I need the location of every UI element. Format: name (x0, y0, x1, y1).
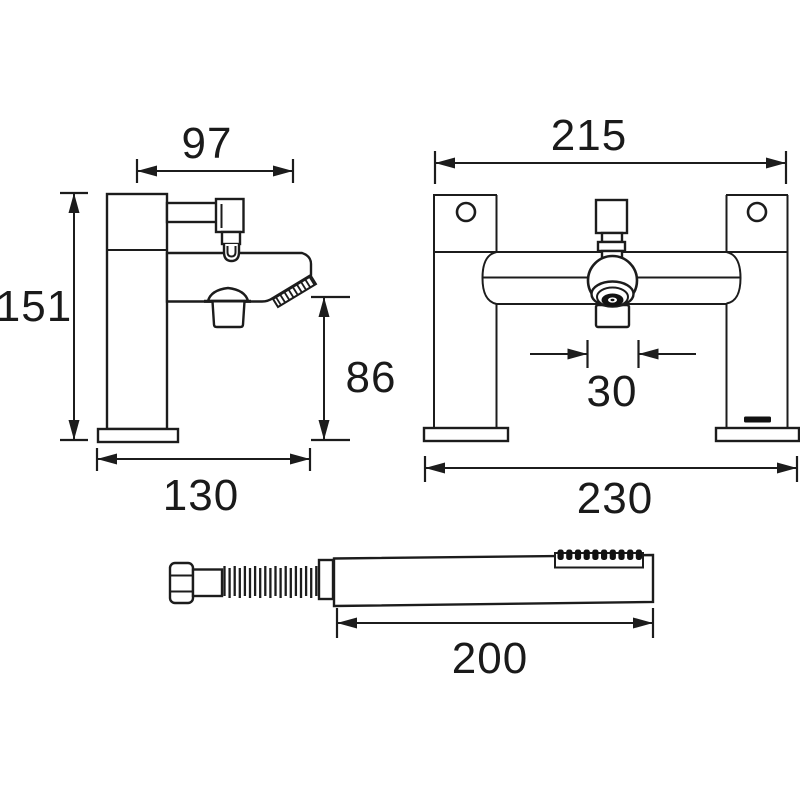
front-crossbar-right-end (726, 251, 742, 305)
dim-label-97: 97 (182, 119, 233, 168)
dim-label-230: 230 (577, 474, 653, 523)
handset-hose-ferrule (191, 568, 224, 598)
side-diverter-knob (222, 244, 241, 263)
brand-logo-mark (744, 416, 771, 423)
side-diverter-neck (220, 230, 242, 246)
side-base-plate (96, 427, 180, 444)
side-diverter-knob-inner (226, 246, 237, 258)
dim-label-200: 200 (452, 634, 528, 683)
dim-overall-depth: 130 (95, 448, 312, 520)
side-pillar-body (105, 192, 169, 431)
dim-body-width: 215 (433, 111, 788, 184)
handset-view: 200 (168, 549, 655, 683)
handset-collar (317, 558, 335, 601)
front-spout-block (594, 303, 631, 329)
side-view: 97 151 86 130 (0, 119, 397, 520)
front-crossbar-left-end (481, 251, 497, 305)
front-right-base (714, 426, 800, 443)
dim-label-86: 86 (346, 353, 397, 402)
front-right-hole (746, 201, 768, 223)
dim-outlet-width: 30 (530, 340, 696, 416)
front-left-base (422, 426, 510, 443)
dim-outlet-height: 86 (311, 295, 397, 442)
dim-label-151: 151 (0, 282, 72, 331)
side-lever-end (214, 197, 245, 234)
front-outlet-mouth (590, 280, 635, 308)
dim-handset-length: 200 (335, 608, 655, 683)
dim-label-30: 30 (587, 367, 638, 416)
front-left-pillar (422, 194, 510, 443)
handset-nozzles (557, 549, 642, 560)
handset-hose-nut (168, 561, 195, 605)
dim-label-215: 215 (551, 111, 627, 160)
dim-overall-height: 151 (0, 191, 88, 442)
side-valve-cap (204, 286, 251, 329)
dim-overall-width: 230 (423, 456, 799, 523)
side-aerator-band (271, 274, 318, 309)
front-diverter-stem (594, 198, 629, 261)
dim-label-130: 130 (163, 471, 239, 520)
dim-spout-reach: 97 (135, 119, 295, 183)
front-view: 215 30 230 (422, 111, 800, 523)
front-left-hole (455, 201, 477, 223)
front-right-pillar (714, 194, 800, 443)
handset-hose-ribs (223, 566, 318, 598)
